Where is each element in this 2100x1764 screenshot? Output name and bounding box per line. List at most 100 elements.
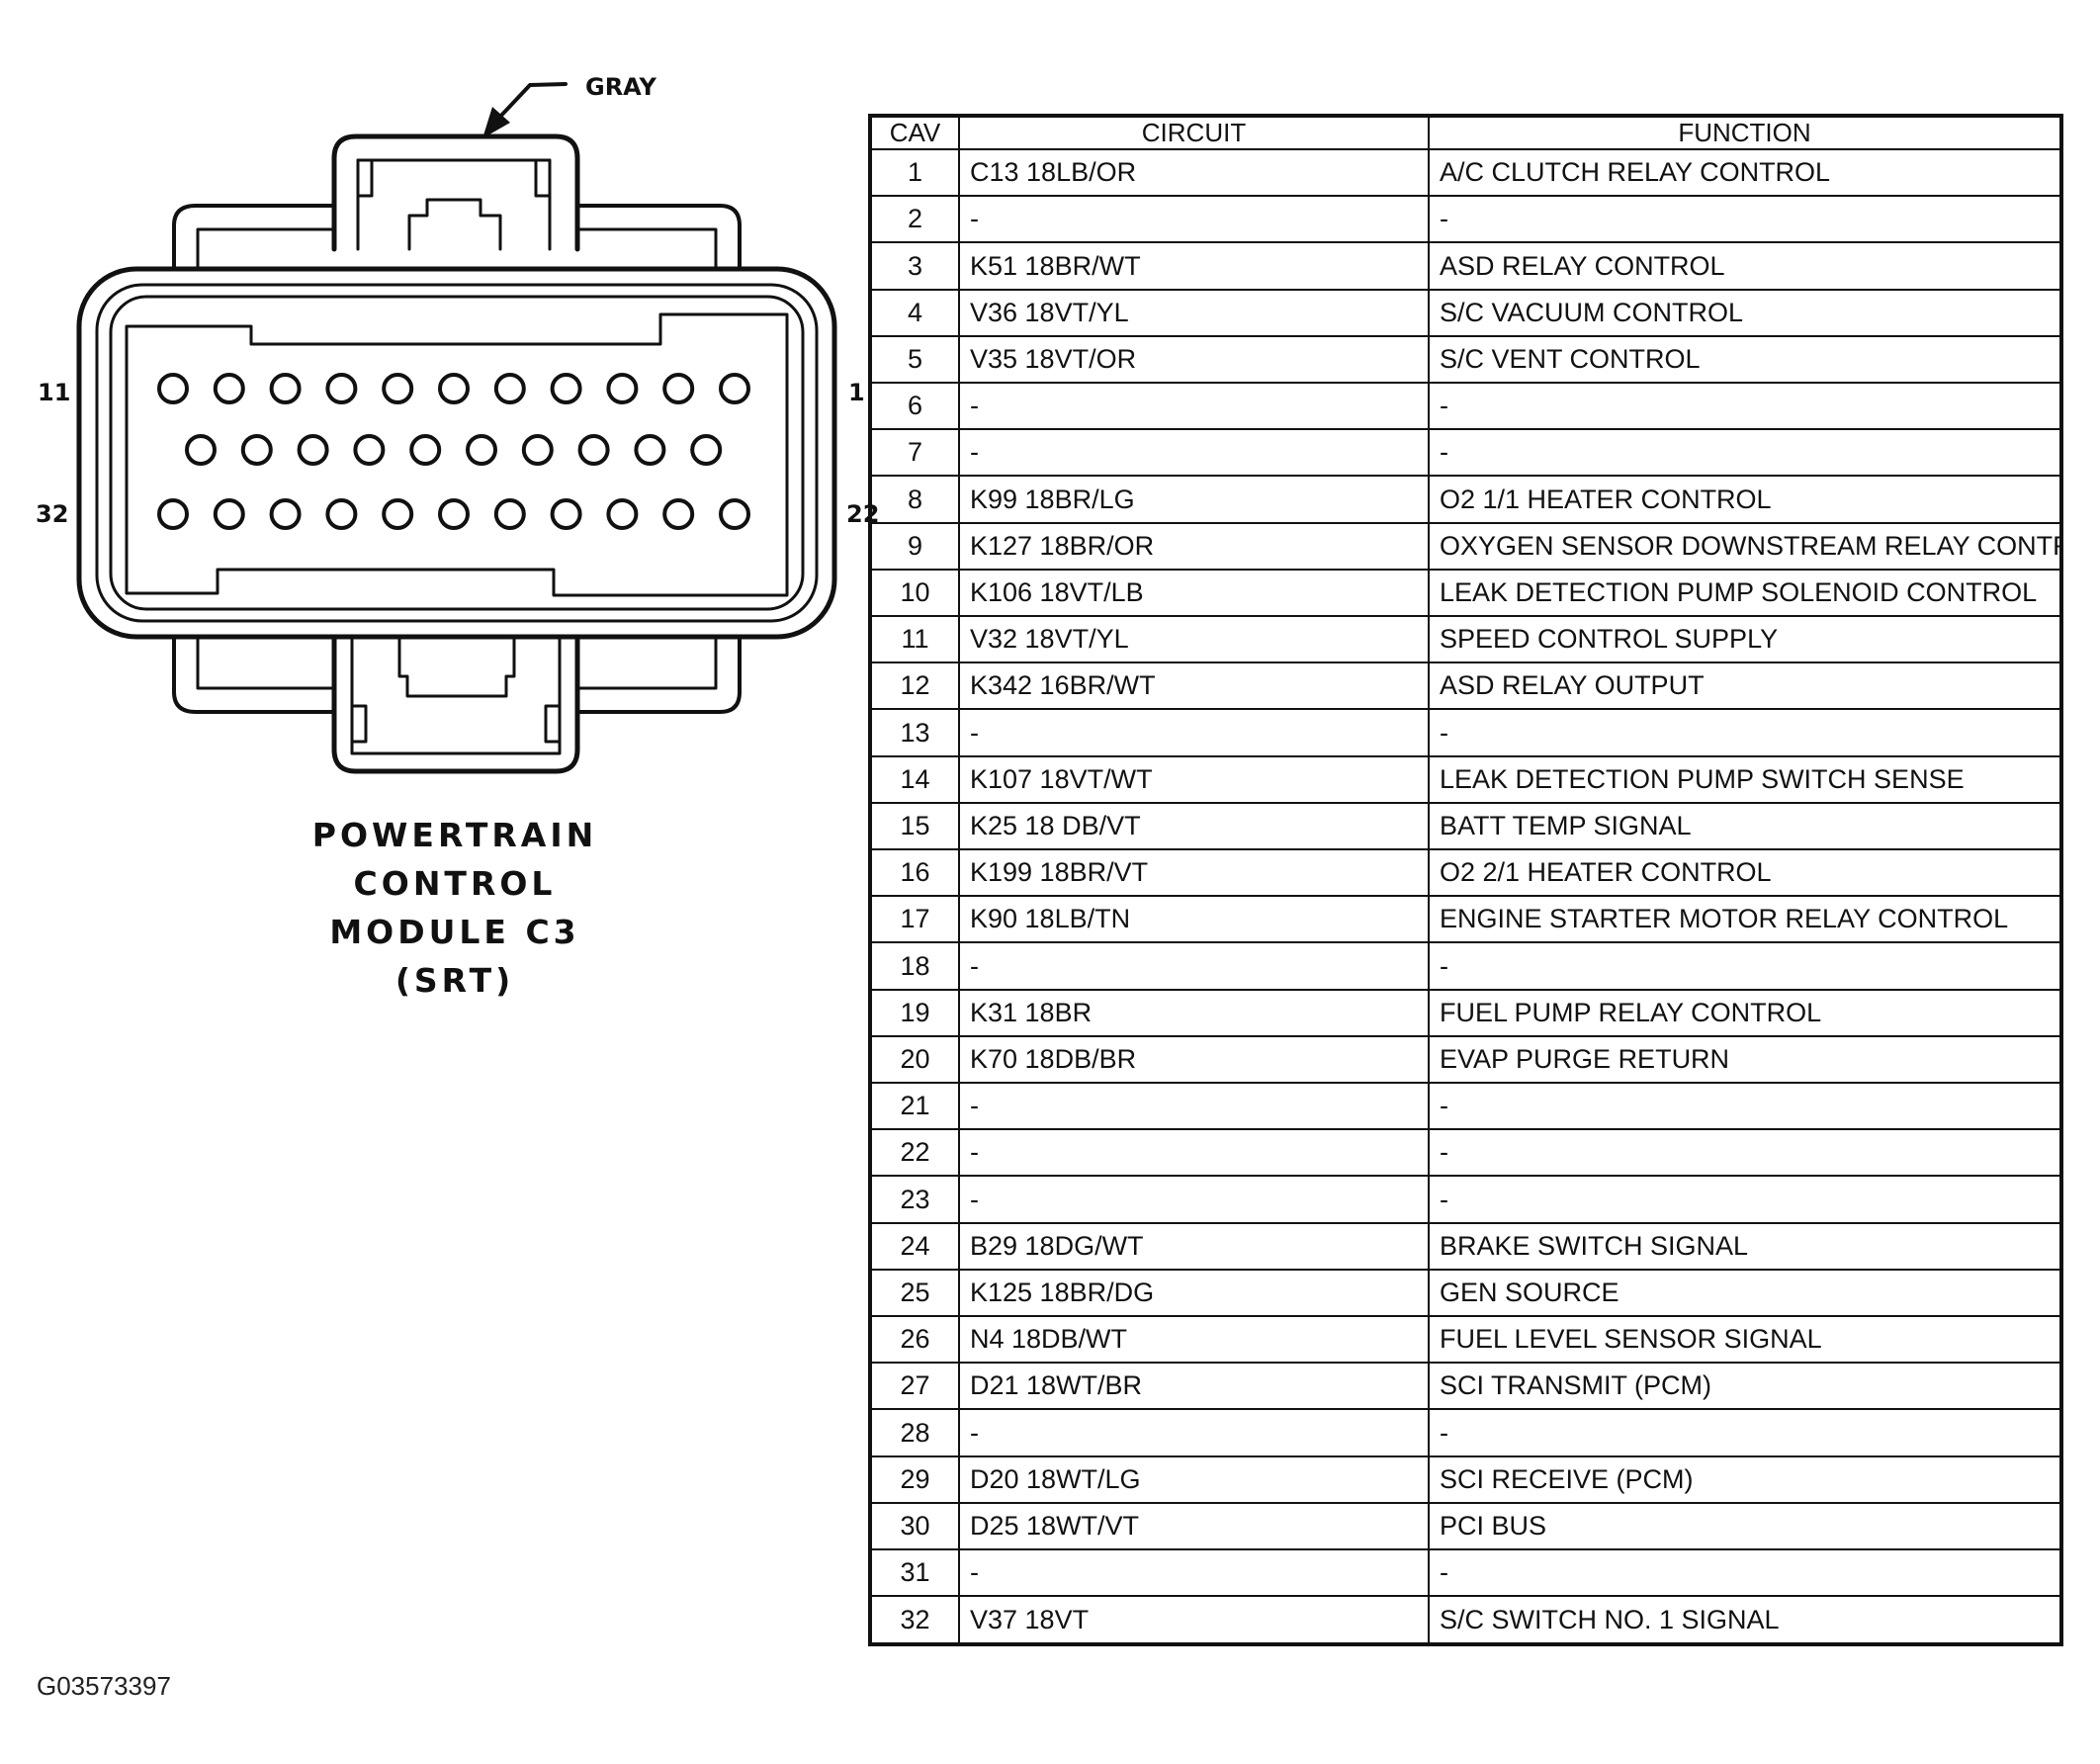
cell-cav: 10: [869, 568, 960, 618]
header-function: FUNCTION: [1428, 115, 2062, 150]
cell-cav: 11: [869, 615, 960, 664]
cell-circuit: -: [958, 382, 1430, 431]
pin-hole: [240, 434, 273, 466]
cell-cav: 5: [869, 334, 960, 385]
cell-cav: 6: [869, 382, 960, 431]
cell-circuit: K31 18BR: [958, 988, 1430, 1037]
cell-cav: 2: [869, 195, 960, 244]
connector-diagram: GRAY 11 1 32 22: [36, 73, 879, 774]
header-cav: CAV: [869, 115, 960, 150]
pin-hole: [213, 498, 245, 530]
title-line: CONTROL: [353, 864, 557, 903]
cell-circuit: -: [958, 428, 1430, 478]
cell-cav: 19: [869, 988, 960, 1037]
cell-cav: 7: [869, 428, 960, 478]
cell-cav: 24: [869, 1221, 960, 1271]
cell-circuit: V35 18VT/OR: [958, 334, 1430, 385]
cell-circuit: -: [958, 1128, 1430, 1178]
cell-function: LEAK DETECTION PUMP SOLENOID CONTROL: [1428, 568, 2062, 618]
pin-hole: [382, 373, 414, 404]
pin-hole: [438, 498, 470, 530]
table-row: 13--: [869, 708, 2062, 757]
cell-circuit: K106 18VT/LB: [958, 568, 1430, 618]
pin-hole: [438, 373, 470, 404]
cell-function: -: [1428, 1408, 2062, 1457]
pin-hole: [157, 498, 189, 530]
cell-circuit: K90 18LB/TN: [958, 895, 1430, 944]
cell-cav: 12: [869, 662, 960, 711]
cell-cav: 3: [869, 241, 960, 291]
cell-function: A/C CLUTCH RELAY CONTROL: [1428, 147, 2062, 198]
cell-cav: 25: [869, 1268, 960, 1318]
table-row: 22--: [869, 1128, 2062, 1178]
cell-cav: 4: [869, 288, 960, 337]
cell-function: O2 1/1 HEATER CONTROL: [1428, 475, 2062, 524]
cell-function: -: [1428, 195, 2062, 244]
cell-function: LEAK DETECTION PUMP SWITCH SENSE: [1428, 754, 2062, 804]
cell-function: S/C SWITCH NO. 1 SIGNAL: [1428, 1595, 2062, 1645]
cell-function: ASD RELAY CONTROL: [1428, 241, 2062, 291]
cell-circuit: K99 18BR/LG: [958, 475, 1430, 524]
cell-circuit: K127 18BR/OR: [958, 521, 1430, 571]
pin-hole: [325, 498, 358, 530]
connector-title: POWERTRAIN CONTROL MODULE C3 (SRT): [297, 811, 613, 1005]
pin-hole: [493, 498, 526, 530]
cell-circuit: -: [958, 1408, 1430, 1457]
cell-function: -: [1428, 708, 2062, 757]
cell-cav: 1: [869, 147, 960, 198]
cell-function: OXYGEN SENSOR DOWNSTREAM RELAY CONTROL: [1428, 521, 2062, 571]
cell-cav: 28: [869, 1408, 960, 1457]
pin-hole: [409, 434, 442, 466]
cell-circuit: K199 18BR/VT: [958, 848, 1430, 898]
cell-cav: 23: [869, 1175, 960, 1224]
cell-circuit: D21 18WT/BR: [958, 1362, 1430, 1411]
cell-circuit: -: [958, 1082, 1430, 1131]
cell-circuit: K107 18VT/WT: [958, 754, 1430, 804]
table-row: 31--: [869, 1548, 2062, 1598]
pin-hole: [297, 434, 329, 466]
table-row: 28--: [869, 1408, 2062, 1457]
pin-hole: [550, 498, 582, 530]
cell-function: -: [1428, 1548, 2062, 1598]
cell-function: BATT TEMP SIGNAL: [1428, 801, 2062, 851]
pin-hole: [269, 498, 302, 530]
table-row: 23--: [869, 1175, 2062, 1224]
cell-function: S/C VACUUM CONTROL: [1428, 288, 2062, 337]
title-line: MODULE C3: [329, 913, 580, 951]
cell-circuit: K70 18DB/BR: [958, 1034, 1430, 1085]
cell-function: -: [1428, 1128, 2062, 1178]
cell-cav: 9: [869, 521, 960, 571]
cell-cav: 21: [869, 1082, 960, 1131]
pin-hole: [521, 434, 554, 466]
cell-function: -: [1428, 1082, 2062, 1131]
cell-circuit: -: [958, 1175, 1430, 1224]
pin-hole: [466, 434, 497, 466]
cell-function: BRAKE SWITCH SIGNAL: [1428, 1221, 2062, 1271]
table-row: 21--: [869, 1082, 2062, 1131]
cell-cav: 31: [869, 1548, 960, 1598]
pin-label-top-left: 11: [38, 379, 70, 406]
cell-circuit: K342 16BR/WT: [958, 662, 1430, 711]
cell-cav: 22: [869, 1128, 960, 1178]
cell-cav: 16: [869, 848, 960, 898]
cell-function: SCI RECEIVE (PCM): [1428, 1455, 2062, 1504]
cell-function: SCI TRANSMIT (PCM): [1428, 1362, 2062, 1411]
pin-hole: [719, 498, 750, 530]
cell-circuit: N4 18DB/WT: [958, 1315, 1430, 1365]
cell-circuit: V37 18VT: [958, 1595, 1430, 1645]
header-circuit: CIRCUIT: [958, 115, 1430, 150]
cell-cav: 8: [869, 475, 960, 524]
